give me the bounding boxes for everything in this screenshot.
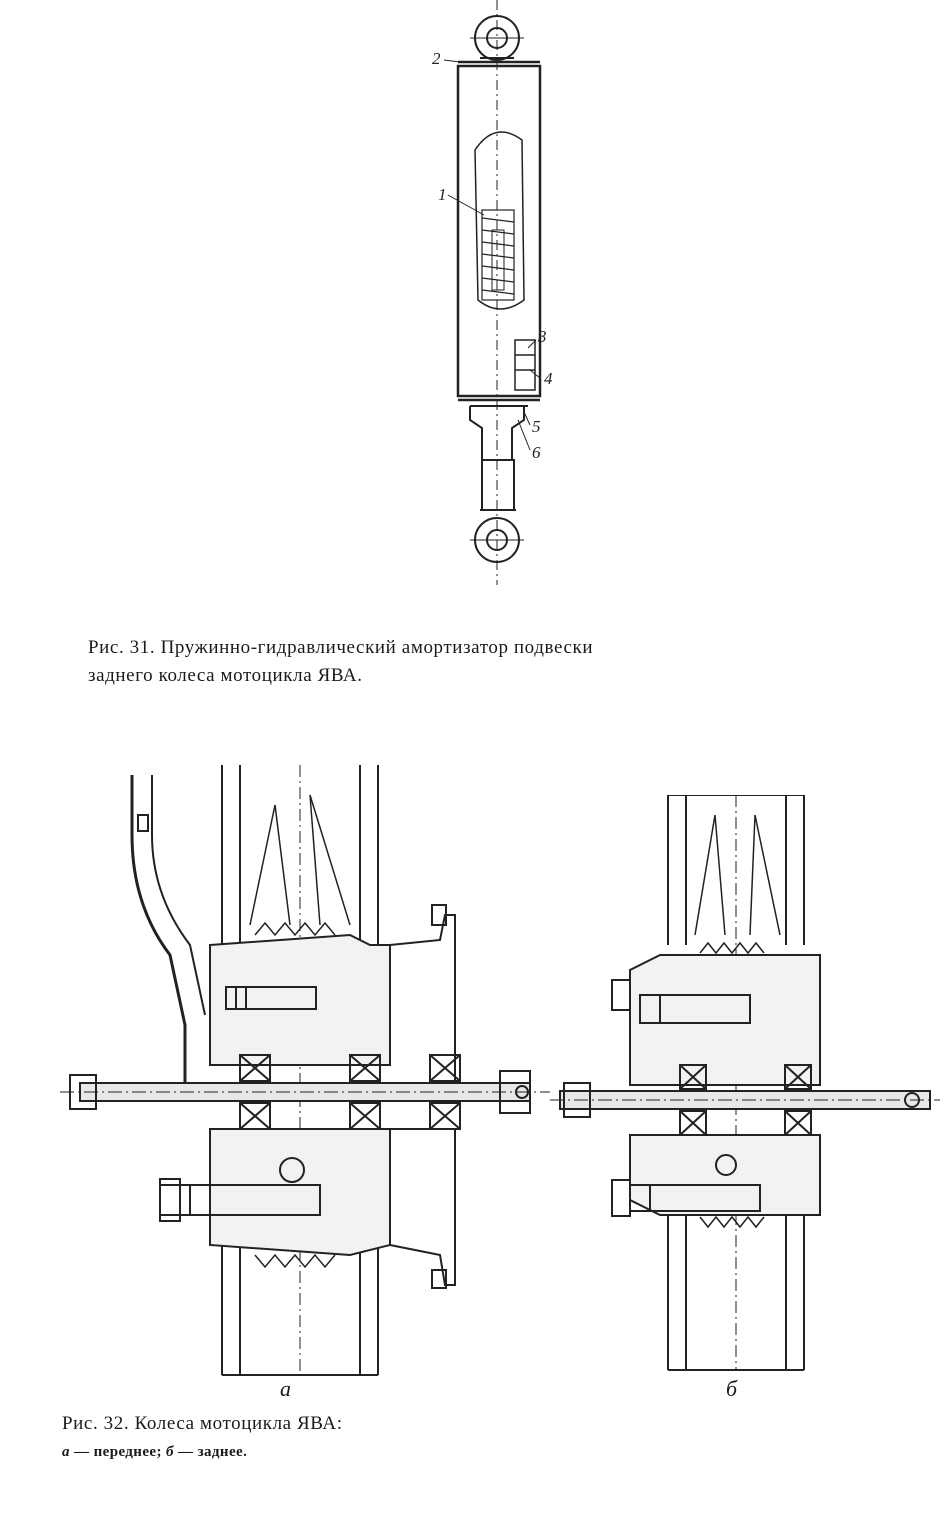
legend-b-letter: б [166,1444,174,1460]
callout-2: 2 [432,49,441,68]
figure-32-caption-legend: а — переднее; б — заднее. [62,1438,562,1466]
figure-32-caption-title: Рис. 32. Колеса мотоцикла ЯВА: [62,1413,343,1434]
callout-6: 6 [532,443,541,462]
legend-a-letter: а [62,1444,70,1460]
callout-4: 4 [544,369,553,388]
rear-wheel-hub-drawing [550,795,940,1371]
callout-3: 3 [537,327,547,346]
callout-5: 5 [532,417,541,436]
figure-31-caption-line2: заднего колеса мотоцикла ЯВА. [88,665,363,686]
callout-1: 1 [438,185,447,204]
front-wheel-hub-drawing [60,765,550,1376]
shock-absorber-drawing: 2 1 3 4 5 6 [432,0,553,585]
legend-a-text: — переднее; [69,1444,166,1460]
figure-32-caption: Рис. 32. Колеса мотоцикла ЯВА: а — перед… [62,1410,562,1466]
front-wheel-label: а [280,1376,291,1401]
legend-b-text: — заднее. [173,1444,248,1460]
rear-wheel-label: б [726,1376,738,1401]
figure-31-caption-line1: Рис. 31. Пружинно-гидравлический амортиз… [88,637,594,658]
figure-31-caption: Рис. 31. Пружинно-гидравлический амортиз… [88,634,788,690]
